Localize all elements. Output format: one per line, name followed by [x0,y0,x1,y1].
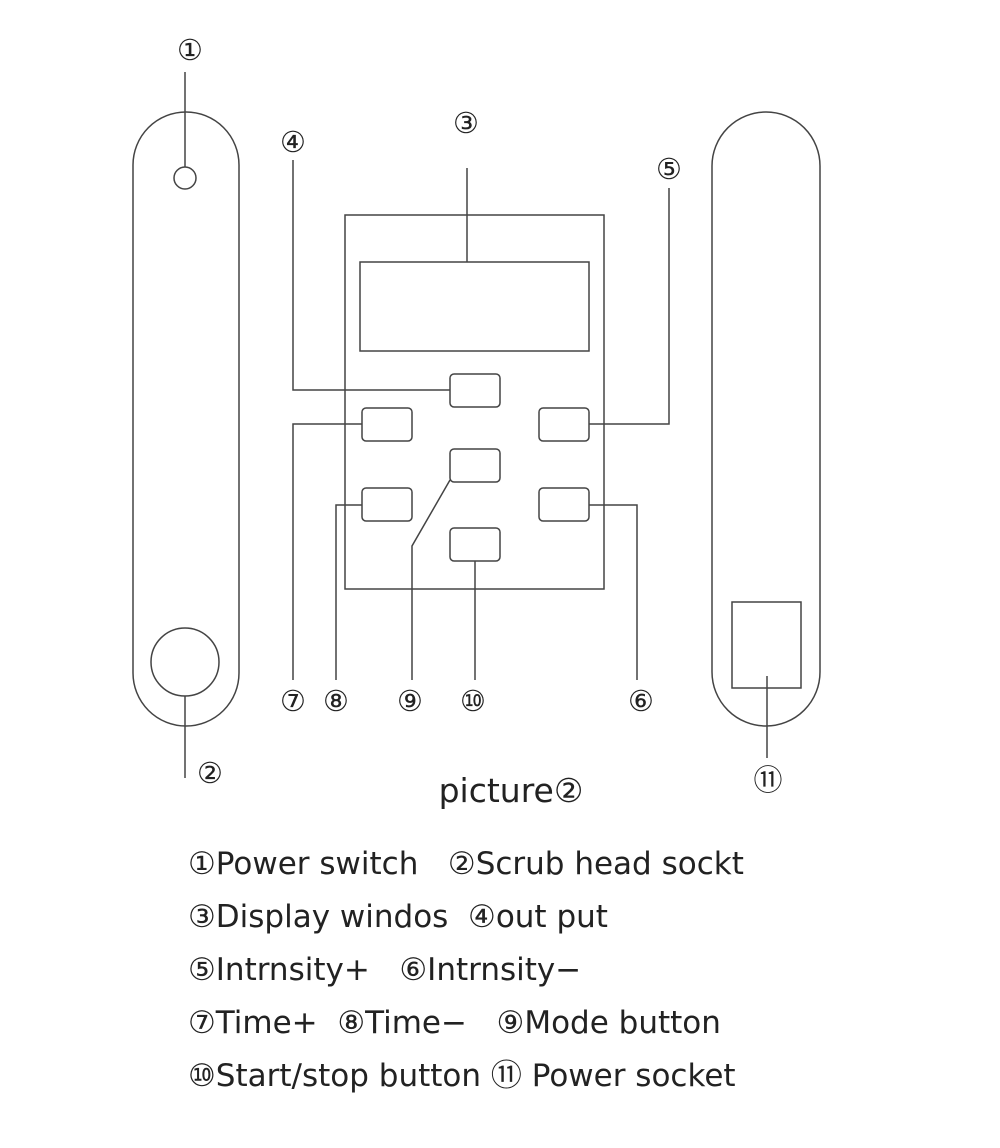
callout-10: ⑩ [460,684,486,718]
leader-4 [292,160,450,391]
time-minus-button [361,487,413,522]
legend-line: ⑤Intrnsity+ ⑥Intrnsity− [188,952,582,988]
callout-1: ① [177,33,203,67]
callout-2: ② [197,756,223,790]
callout-8: ⑧ [323,684,349,718]
power-socket [731,601,802,689]
callout-11: ⑪ [753,763,782,797]
start-stop-button [449,527,501,562]
leader-8 [335,504,362,680]
scrub-head-socket [150,627,220,697]
control-panel [344,214,605,590]
callout-7: ⑦ [280,684,306,718]
callout-3: ③ [453,106,479,140]
power-switch [173,166,197,190]
intensity-plus-button [538,407,590,442]
callout-6: ⑥ [628,684,654,718]
mode-button [449,448,501,483]
legend-line: ①Power switch ②Scrub head sockt [188,846,744,882]
diagram-caption: picture② [439,771,584,810]
legend: ①Power switch ②Scrub head sockt ③Display… [188,838,968,1103]
right-unit-body [711,111,821,727]
output-button [449,373,501,408]
legend-line: ③Display windos ④out put [188,899,608,935]
intensity-minus-button [538,487,590,522]
time-plus-button [361,407,413,442]
legend-line: ⑦Time+ ⑧Time− ⑨Mode button [188,1005,721,1041]
leader-7 [292,423,362,680]
leader-5 [589,188,670,425]
left-handle-body [132,111,240,727]
callout-4: ④ [280,125,306,159]
leader-9 [411,479,451,680]
display-window [359,261,590,352]
leader-6 [589,504,638,680]
callout-9: ⑨ [397,684,423,718]
callout-5: ⑤ [656,152,682,186]
legend-line: ⑩Start/stop button ⑪ Power socket [188,1058,736,1094]
